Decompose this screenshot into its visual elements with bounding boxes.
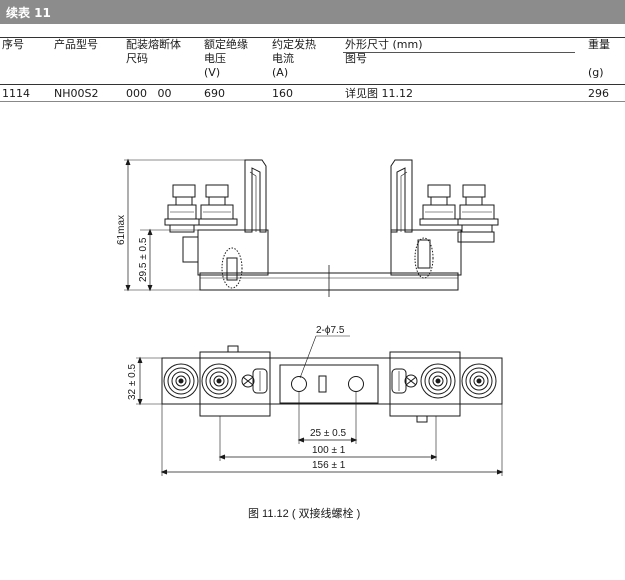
figure-caption: 图 11.12 ( 双接线螺栓 ) [248, 506, 360, 520]
col-header-line: 产品型号 [54, 38, 98, 51]
table-header-bar: 续表 11 [0, 0, 625, 24]
col-header-line: 外形尺寸 (mm) [345, 38, 423, 51]
cell-model: NH00S2 [54, 87, 99, 100]
dim-arrows-61 [125, 158, 131, 292]
dim-label-32: 32 ± 0.5 [127, 363, 138, 400]
terminal-right-outer [461, 363, 497, 399]
col-header-line: 尺码 [126, 52, 148, 65]
col-header-line: (g) [588, 66, 604, 79]
table-title: 续表 11 [6, 6, 51, 20]
col-header-dimensions: 外形尺寸 (mm) 图号 [345, 38, 423, 66]
dim-arrows-29 [147, 228, 153, 292]
col-header-line: (A) [272, 66, 289, 79]
right-window [417, 239, 431, 269]
left-foot-hatch [221, 247, 243, 289]
dim-label-25: 25 ± 0.5 [310, 428, 347, 439]
cell-dimensions: 详见图 11.12 [345, 87, 413, 100]
table-rule-top [0, 37, 625, 38]
terminal-right-inner [420, 363, 456, 399]
top-base-strip [161, 357, 503, 405]
left-foot-slot [226, 257, 238, 281]
dim-arrows-100 [218, 454, 438, 460]
dim-label-156: 156 ± 1 [312, 460, 346, 471]
col-header-index: 序号 [2, 38, 24, 52]
top-right-tab [416, 415, 428, 423]
mount-hole-right [348, 376, 364, 392]
col-header-voltage: 额定绝缘 电压 (V) [204, 38, 248, 80]
col-header-line: 图号 [345, 52, 367, 65]
col-header-current: 约定发热 电流 (A) [272, 38, 316, 80]
dim-label-61: 61max [116, 215, 127, 245]
terminal-left-outer [163, 363, 199, 399]
right-window-hatch [414, 237, 434, 279]
right-contact-spring [400, 171, 408, 232]
cell-fuse-size: 000 00 [126, 87, 172, 100]
dim-label-100: 100 ± 1 [312, 445, 346, 456]
col-header-line: 电流 [272, 52, 294, 65]
col-header-line: 配装熔断体 [126, 38, 181, 51]
hole-label: 2-ϕ7.5 [316, 325, 345, 336]
left-contact-clip [244, 159, 267, 233]
col-header-line: 序号 [2, 38, 24, 51]
col-header-line: 额定绝缘 [204, 38, 248, 51]
terminal-right-screw [391, 368, 418, 394]
col-header-line: (V) [204, 66, 221, 79]
col-header-line: 电压 [204, 52, 226, 65]
hole-leader [299, 335, 317, 379]
left-contact-spring [249, 171, 257, 232]
left-bolt-outer [164, 184, 200, 233]
table-rule-head [0, 84, 625, 85]
col-header-line: 约定发热 [272, 38, 316, 51]
table-rule-bottom [0, 101, 625, 102]
right-insulator-bracket [457, 231, 495, 243]
dim-arrows-32 [137, 356, 143, 406]
col-header-line: 重量 [588, 38, 610, 51]
col-header-model: 产品型号 [54, 38, 98, 52]
col-header-fuse-size: 配装熔断体 尺码 [126, 38, 181, 66]
cell-index: 1114 [2, 87, 30, 100]
side-view: 61max 29.5 ± 0.5 [116, 158, 499, 297]
mount-hole-left [291, 376, 307, 392]
left-insulator-bracket [182, 236, 199, 263]
dim-arrows-25 [297, 437, 358, 443]
right-contact-clip [390, 159, 413, 233]
cell-weight: 296 [588, 87, 609, 100]
dim-arrows-156 [160, 469, 504, 475]
right-bolt-outer [457, 184, 499, 233]
dim-label-29: 29.5 ± 0.5 [138, 237, 149, 282]
terminal-left-screw [241, 368, 268, 394]
left-bolt-inner [198, 184, 238, 226]
top-view: 2-ϕ7.5 32 ± 0.5 25 ± 0.5 100 ± 1 156 ± 1 [127, 325, 504, 476]
top-center-plate [279, 364, 379, 404]
terminal-left-inner [201, 363, 237, 399]
top-left-tab [227, 345, 239, 353]
left-insulator-block [197, 229, 269, 276]
table-rule-sub [343, 52, 575, 53]
right-insulator-block [390, 229, 462, 276]
col-header-weight: 重量 (g) [588, 38, 610, 80]
cell-voltage: 690 [204, 87, 225, 100]
right-bolt-inner [419, 184, 459, 226]
center-slot [318, 375, 327, 393]
cell-current: 160 [272, 87, 293, 100]
